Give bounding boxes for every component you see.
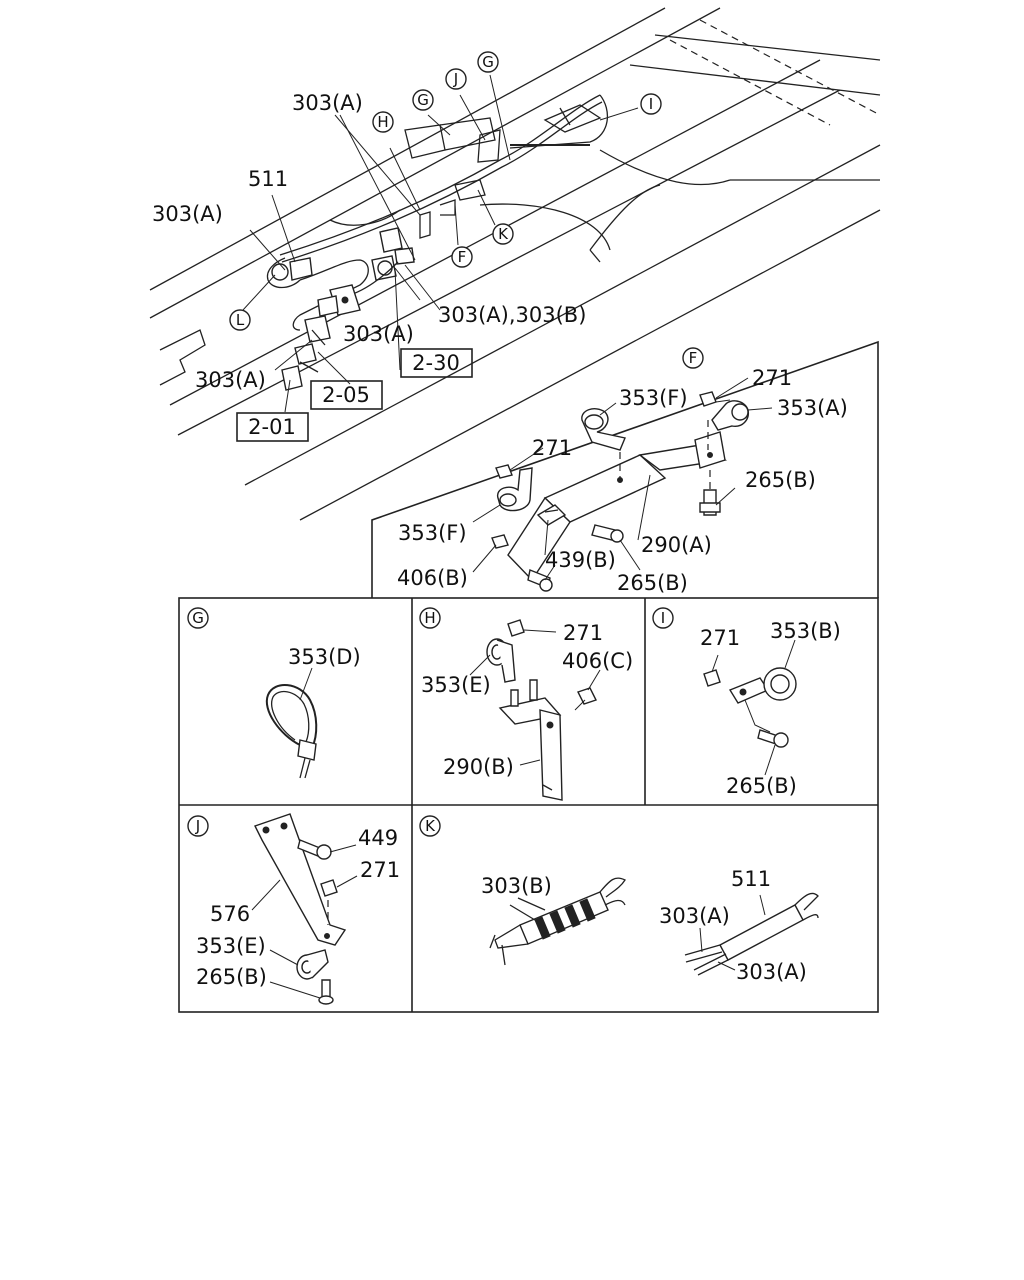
j-label-353e: 353(E)	[196, 934, 266, 958]
panel-i: I 271 353(B) 265(B)	[652, 607, 841, 798]
f-label-406b: 406(B)	[397, 566, 468, 590]
panel-k-tag: K	[425, 817, 436, 835]
f-label-353a: 353(A)	[777, 396, 848, 420]
j-label-265b: 265(B)	[196, 965, 267, 989]
f-label-439b: 439(B)	[545, 548, 616, 572]
panel-h: H 271 406(C) 353(E) 290(B)	[419, 607, 633, 801]
f-label-265b-right: 265(B)	[745, 468, 816, 492]
panel-g: G 353(D)	[187, 607, 361, 779]
label-511: 511	[248, 167, 288, 191]
f-label-271-top: 271	[752, 366, 792, 390]
callout-i: I	[649, 95, 653, 113]
panel-i-tag: I	[661, 609, 665, 627]
callout-g2: G	[482, 53, 494, 71]
ref-2-05: 2-05	[322, 383, 370, 407]
j-label-576: 576	[210, 902, 250, 926]
callout-l: L	[236, 311, 245, 329]
reference-boxes: 2-30 2-05 2-01	[236, 348, 473, 442]
panel-f: F	[371, 340, 879, 598]
g-label-353d: 353(D)	[288, 645, 361, 669]
callout-f: F	[458, 248, 467, 266]
label-303a-left: 303(A)	[152, 202, 223, 226]
label-303a-top: 303(A)	[292, 91, 363, 115]
callout-g: G	[417, 91, 429, 109]
h-label-406c: 406(C)	[562, 649, 633, 673]
callout-j: J	[453, 70, 458, 88]
panel-j: J 449 271 576 353(E) 265(B)	[187, 813, 400, 1005]
ref-2-30: 2-30	[412, 351, 460, 375]
panel-f-tag: F	[689, 349, 698, 367]
i-label-265b: 265(B)	[726, 774, 797, 798]
f-label-271-mid: 271	[532, 436, 572, 460]
ref-2-01: 2-01	[248, 415, 296, 439]
main-labels: 303(A) 511 303(A) 303(A) 303(A),303(B) 3…	[152, 91, 586, 392]
f-label-353f-top: 353(F)	[619, 386, 688, 410]
panel-k: K 303(B) 511 303(A) 303(A)	[419, 815, 819, 984]
main-view	[149, 7, 881, 521]
panel-h-tag: H	[424, 609, 435, 627]
h-label-271: 271	[563, 621, 603, 645]
panel-g-tag: G	[192, 609, 204, 627]
callout-h: H	[377, 113, 388, 131]
i-label-271: 271	[700, 626, 740, 650]
k-label-303a-bottom: 303(A)	[736, 960, 807, 984]
detail-grid	[178, 597, 879, 1013]
i-label-353b: 353(B)	[770, 619, 841, 643]
h-label-290b: 290(B)	[443, 755, 514, 779]
panel-j-tag: J	[195, 817, 200, 835]
j-label-271: 271	[360, 858, 400, 882]
k-label-511: 511	[731, 867, 771, 891]
main-callouts: G J G I H K F L	[229, 51, 662, 331]
k-label-303a-top: 303(A)	[659, 904, 730, 928]
label-303a-mid: 303(A)	[343, 322, 414, 346]
f-label-290a: 290(A)	[641, 533, 712, 557]
j-label-449: 449	[358, 826, 398, 850]
f-label-265b-bottom: 265(B)	[617, 571, 688, 595]
f-label-353f-left: 353(F)	[398, 521, 467, 545]
k-label-303b: 303(B)	[481, 874, 552, 898]
label-303a-303b: 303(A),303(B)	[438, 303, 586, 327]
h-label-353e: 353(E)	[421, 673, 491, 697]
callout-k: K	[498, 225, 509, 243]
label-303a-bottom: 303(A)	[195, 368, 266, 392]
